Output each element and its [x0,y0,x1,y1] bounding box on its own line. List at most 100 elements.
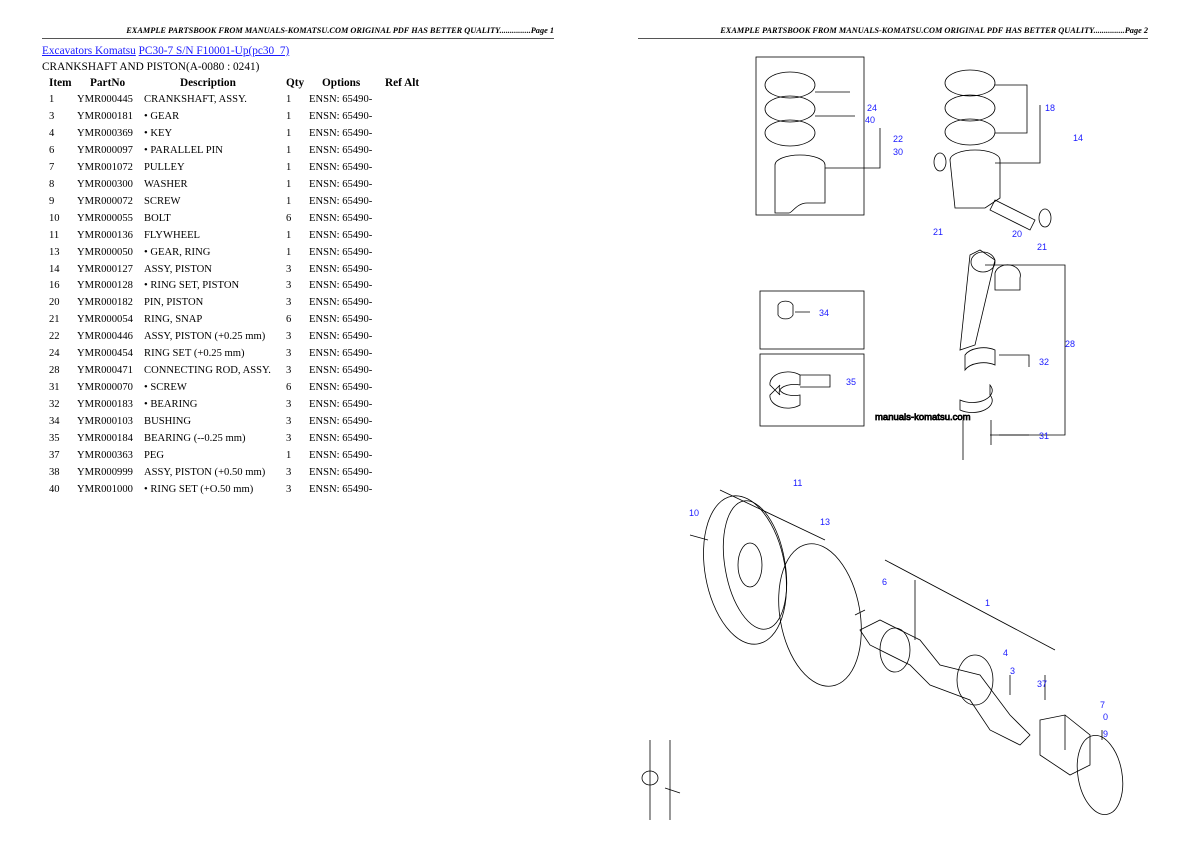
callout-6: 6 [882,577,887,587]
part-number: YMR000103 [77,416,133,428]
part-number: YMR000184 [77,433,133,444]
part-number: YMR000054 [77,314,133,326]
options: ENSN: 65490- [309,314,373,326]
item-number: 20 [49,297,60,309]
quantity: 1 [286,127,292,139]
quantity: 3 [286,433,292,444]
options: ENSN: 65490- [309,399,373,411]
description: PULLEY [144,161,185,173]
watermark: manuals-komatsu.com [875,412,971,423]
callout-4: 4 [1003,648,1008,658]
quantity: 6 [286,212,292,224]
quantity: 3 [286,280,292,292]
item-number: 21 [49,314,60,326]
col-qty: Qty [286,77,305,89]
quantity: 1 [286,161,292,173]
part-number: YMR000128 [77,280,133,292]
item-number: 22 [49,331,60,343]
callout-21: 21 [1037,242,1047,252]
options: ENSN: 65490- [309,331,373,343]
col-partno: PartNo [90,77,126,89]
diagram-box [755,56,865,216]
callout-3: 3 [1010,666,1015,676]
breadcrumb: Excavators Komatsu PC30-7 S/N F10001-Up(… [42,45,289,57]
part-number: YMR000471 [77,365,133,377]
quantity: 3 [286,483,292,495]
callout-24: 24 [867,103,877,113]
options: ENSN: 65490- [309,263,373,275]
header-divider [638,38,1148,39]
description: PIN, PISTON [144,297,204,309]
description: • RING SET (+O.50 mm) [144,483,254,495]
description: ASSY, PISTON (+0.50 mm) [144,466,266,478]
item-number: 7 [49,161,55,173]
quantity: 6 [286,314,292,326]
part-number: YMR000183 [77,399,133,411]
item-number: 9 [49,195,55,207]
description: • BEARING [144,399,198,411]
callout-40: 40 [865,115,875,125]
description: BUSHING [144,416,192,428]
parts-diagram: 2440223018142121203435283231111310614337… [641,56,1124,820]
quantity: 3 [286,416,292,428]
description: • GEAR [144,110,180,122]
part-number: YMR000050 [77,246,133,258]
item-number: 10 [49,212,60,224]
description: • RING SET, PISTON [144,280,240,292]
part-number: YMR001000 [77,483,133,495]
callout-35: 35 [846,377,856,387]
options: ENSN: 65490- [309,365,373,377]
item-number: 35 [49,433,60,444]
breadcrumb-link-model[interactable]: PC30-7 S/N F10001-Up(pc30_7) [138,45,290,57]
callout-7: 7 [1100,700,1105,710]
options: ENSN: 65490- [309,483,373,495]
callout-21: 21 [933,227,943,237]
description: WASHER [144,178,188,190]
quantity: 3 [286,348,292,360]
callout-20: 20 [1012,229,1022,239]
col-options: Options [322,77,361,89]
quantity: 1 [286,178,292,190]
description: • SCREW [144,382,187,394]
item-number: 14 [49,263,60,275]
part-number: YMR000446 [77,331,133,343]
callout-30: 30 [893,147,903,157]
options: ENSN: 65490- [309,229,373,241]
description: ASSY, PISTON (+0.25 mm) [144,331,266,343]
item-number: 11 [49,229,60,241]
description: ASSY, PISTON [144,263,212,275]
quantity: 1 [286,229,292,241]
breadcrumb-link-excavators[interactable]: Excavators Komatsu [42,45,136,57]
item-number: 8 [49,178,55,190]
callout-10: 10 [689,508,699,518]
item-number: 13 [49,246,60,258]
description: CONNECTING ROD, ASSY. [144,365,271,377]
section-title: CRANKSHAFT AND PISTON(A-0080 : 0241) [42,61,260,73]
quantity: 3 [286,466,292,478]
options: ENSN: 65490- [309,212,373,224]
page-2-header: EXAMPLE PARTSBOOK FROM MANUALS-KOMATSU.C… [720,26,1148,35]
callout-37: 37 [1037,679,1047,689]
callout-labels: 2440223018142121203435283231111310614337… [689,103,1108,739]
item-number: 24 [49,348,60,360]
part-number: YMR000445 [77,94,133,105]
item-number: 37 [49,449,60,461]
options: ENSN: 65490- [309,416,373,428]
callout-32: 32 [1039,357,1049,367]
item-number: 1 [49,94,55,105]
options: ENSN: 65490- [309,297,373,309]
callout-28: 28 [1065,339,1075,349]
options: ENSN: 65490- [309,94,373,105]
part-number: YMR000055 [77,212,133,224]
callout-1: 1 [985,598,990,608]
part-number: YMR000454 [77,348,133,360]
part-number: YMR000181 [77,110,133,122]
quantity: 1 [286,144,292,156]
item-number: 16 [49,280,60,292]
item-number: 38 [49,466,60,478]
options: ENSN: 65490- [309,433,373,444]
quantity: 3 [286,331,292,343]
item-number: 32 [49,399,60,411]
description: • PARALLEL PIN [144,144,223,156]
part-number: YMR000070 [77,382,133,394]
